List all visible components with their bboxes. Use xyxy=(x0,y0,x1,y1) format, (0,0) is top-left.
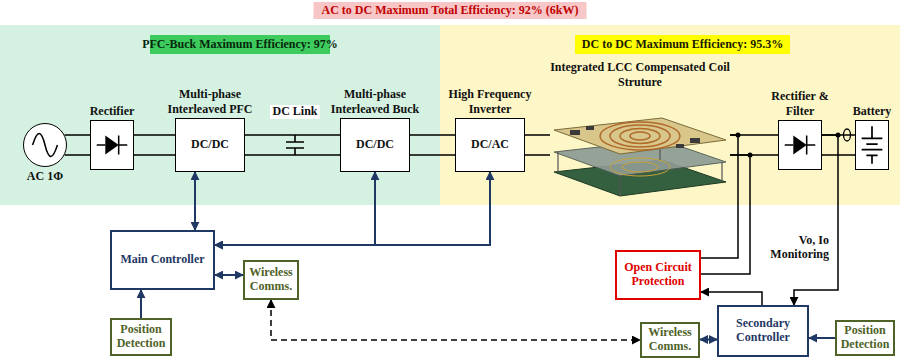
heading-holder: AC 1Φ xyxy=(15,169,75,183)
current-sensor xyxy=(844,129,851,141)
connector xyxy=(245,135,340,155)
control-box: Wireless Comms. xyxy=(640,322,700,358)
box-label: Open Circuit Protection xyxy=(620,261,696,289)
block-heading: Rectifier & Filter xyxy=(771,89,828,117)
ac-source: AC 1Φ xyxy=(23,123,67,167)
control-box: Main Controller xyxy=(110,230,215,290)
connector xyxy=(700,339,717,341)
heading-holder: Multi-phase Interleaved PFC xyxy=(155,87,265,116)
region-label-box: DC to DC Maximum Efficiency: 95.3% xyxy=(575,35,790,54)
efficiency-region: DC to DC Maximum Efficiency: 95.3% High F… xyxy=(440,25,900,205)
control-box: Position Detection xyxy=(835,320,895,356)
converter-block: Multi-phase Interleaved BuckDC/DC xyxy=(340,118,410,172)
junction-dot xyxy=(836,133,841,138)
converter-block: Multi-phase Interleaved PFCDC/DC xyxy=(175,118,245,172)
junction-dot xyxy=(748,153,753,158)
heading-holder: Integrated LCC Compensated Coil Struture xyxy=(540,60,740,89)
block-heading: Multi-phase Interleaved Buck xyxy=(331,87,419,115)
box-label: Main Controller xyxy=(120,253,204,267)
sine-symbol xyxy=(24,124,66,166)
converter-block: Rectifier & Filter xyxy=(778,120,822,170)
box-label: Secondary Controller xyxy=(722,317,804,345)
connector xyxy=(525,135,550,155)
diode-symbol xyxy=(779,121,821,169)
connector xyxy=(701,135,750,274)
dc-link-capacitor xyxy=(286,135,304,155)
connector xyxy=(809,337,835,339)
connector xyxy=(271,300,640,340)
block-heading: DC to DC Maximum Efficiency: 95.3% xyxy=(582,37,783,52)
converter-block: Battery xyxy=(855,120,889,170)
connector xyxy=(730,135,778,155)
converter-block: Rectifier xyxy=(90,120,134,170)
diode-symbol xyxy=(91,121,133,169)
box-label: DC/DC xyxy=(191,138,229,152)
region-label-box: PFC-Buck Maximum Efficiency: 97% xyxy=(150,35,330,54)
heading-holder: Rectifier xyxy=(77,104,147,118)
control-box: Position Detection xyxy=(110,318,172,356)
connector xyxy=(194,172,196,230)
title-banner: AC to DC Maximum Total Efficiency: 92% (… xyxy=(314,2,587,19)
connector xyxy=(794,135,838,305)
block-heading: Rectifier xyxy=(90,104,135,118)
battery-symbol xyxy=(856,121,888,169)
box-label: DC/DC xyxy=(356,138,394,152)
coilpic-symbol xyxy=(550,92,730,200)
connector xyxy=(215,172,490,245)
box-label: Wireless Comms. xyxy=(248,266,294,294)
block-heading: High Frequency Inverter xyxy=(449,87,532,115)
block-heading: Multi-phase Interleaved PFC xyxy=(168,87,253,115)
block-heading: Integrated LCC Compensated Coil Struture xyxy=(550,60,730,88)
connector xyxy=(410,135,455,155)
title-text: AC to DC Maximum Total Efficiency: 92% (… xyxy=(322,3,579,17)
control-box: Secondary Controller xyxy=(717,305,809,357)
control-box: Open Circuit Protection xyxy=(615,250,701,300)
junction-dot xyxy=(736,133,741,138)
converter-block: Integrated LCC Compensated Coil Struture xyxy=(550,92,730,200)
box-label: Wireless Comms. xyxy=(645,326,695,354)
block-heading: Battery xyxy=(853,104,892,118)
heading-holder: High Frequency Inverter xyxy=(435,87,545,116)
connector xyxy=(701,292,762,305)
heading-holder: Multi-phase Interleaved Buck xyxy=(320,87,430,116)
box-label: Position Detection xyxy=(840,324,890,352)
connector xyxy=(215,274,243,276)
block-heading: AC 1Φ xyxy=(27,169,63,183)
component-label: DC Link xyxy=(270,105,319,119)
efficiency-region: PFC-Buck Maximum Efficiency: 97% AC 1Φ Rec… xyxy=(0,25,440,205)
converter-block: High Frequency InverterDC/AC xyxy=(455,118,525,172)
connector xyxy=(822,135,855,155)
control-box: Wireless Comms. xyxy=(243,260,299,300)
connector xyxy=(65,135,90,155)
block-heading: PFC-Buck Maximum Efficiency: 97% xyxy=(142,37,338,52)
edge-label: Vo, Io Monitoring xyxy=(755,234,831,262)
box-label: Position Detection xyxy=(115,323,167,351)
heading-holder: Rectifier & Filter xyxy=(760,89,840,118)
connector xyxy=(215,172,375,245)
box-label: DC/AC xyxy=(471,138,509,152)
heading-holder: Battery xyxy=(844,104,900,118)
connector xyxy=(134,135,175,155)
connector xyxy=(140,290,142,318)
